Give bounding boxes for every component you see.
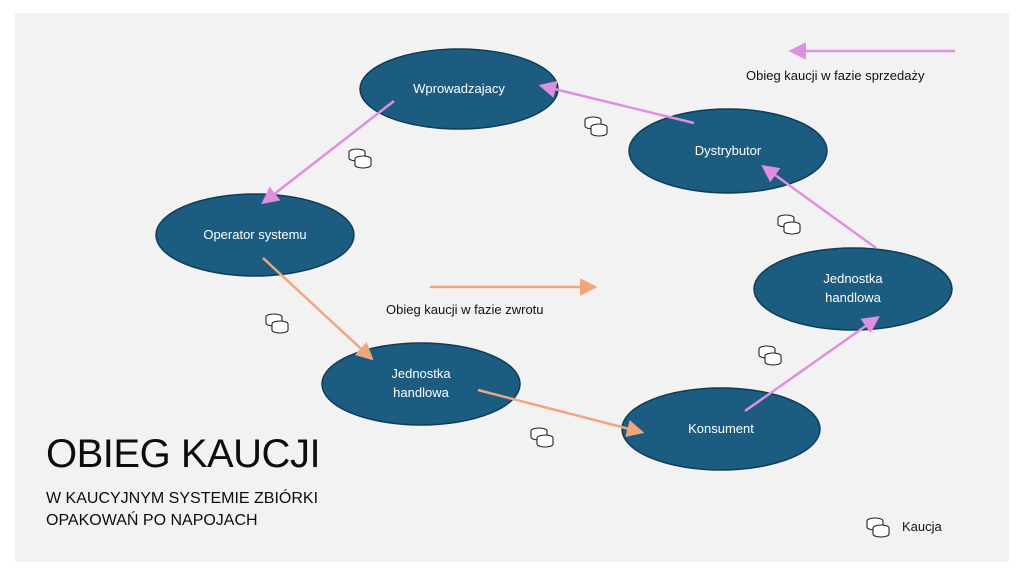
arrow-dystrybutor-to-wprowadzajacy [538, 80, 695, 125]
node-operator [155, 193, 355, 277]
node-text: Dystrybutor [694, 142, 762, 158]
coin-stack-icon [758, 345, 782, 366]
node-label-operator: Operator systemu [156, 216, 354, 254]
node-label-wprowadzajacy: Wprowadzajacy [360, 70, 558, 108]
arrow-jednostka-to-konsument [477, 388, 645, 437]
node-label-jednostka-center: Jednostka handlowa [322, 358, 520, 410]
subtitle-line-1: W KAUCYJNYM SYSTEMIE ZBIÓRKI [46, 490, 319, 507]
node-text: Konsument [688, 420, 754, 436]
node-text: handlowa [393, 385, 449, 400]
legend-coin-stack-icon [866, 517, 890, 538]
node-label-dystrybutor: Dystrybutor [629, 132, 827, 170]
coin-stack-icon [348, 148, 372, 169]
node-jednostka-right [753, 247, 953, 331]
node-label-konsument: Konsument [622, 410, 820, 448]
legend-sale-label: Obieg kaucji w fazie sprzedaży [746, 68, 925, 83]
node-konsument [621, 387, 821, 471]
arrow-jednostka-to-dystrybutor [761, 164, 877, 250]
coin-stack-icon [265, 313, 289, 334]
coin-stack-icon [777, 214, 801, 235]
page-title: OBIEG KAUCJI [46, 432, 321, 476]
node-text: handlowa [825, 290, 881, 305]
arrow-operator-to-jednostka [262, 257, 374, 361]
node-text: Wprowadzajacy [413, 80, 505, 96]
subtitle-line-2: OPAKOWAŃ PO NAPOJACH [46, 512, 258, 529]
coin-stack-icon [584, 116, 608, 137]
legend-return-label: Obieg kaucji w fazie zwrotu [386, 302, 544, 317]
coin-stack-icon [530, 427, 554, 448]
node-label-jednostka-right: Jednostka handlowa [754, 263, 952, 315]
node-text: Operator systemu [203, 226, 307, 242]
arrow-wprowadzajacy-to-operator [261, 100, 395, 205]
arrow-konsument-to-jednostka [744, 315, 880, 413]
legend-deposit-label: Kaucja [902, 519, 942, 534]
node-text: Jednostka [823, 271, 883, 287]
node-text: Jednostka [391, 366, 451, 382]
node-jednostka-center [321, 342, 521, 426]
